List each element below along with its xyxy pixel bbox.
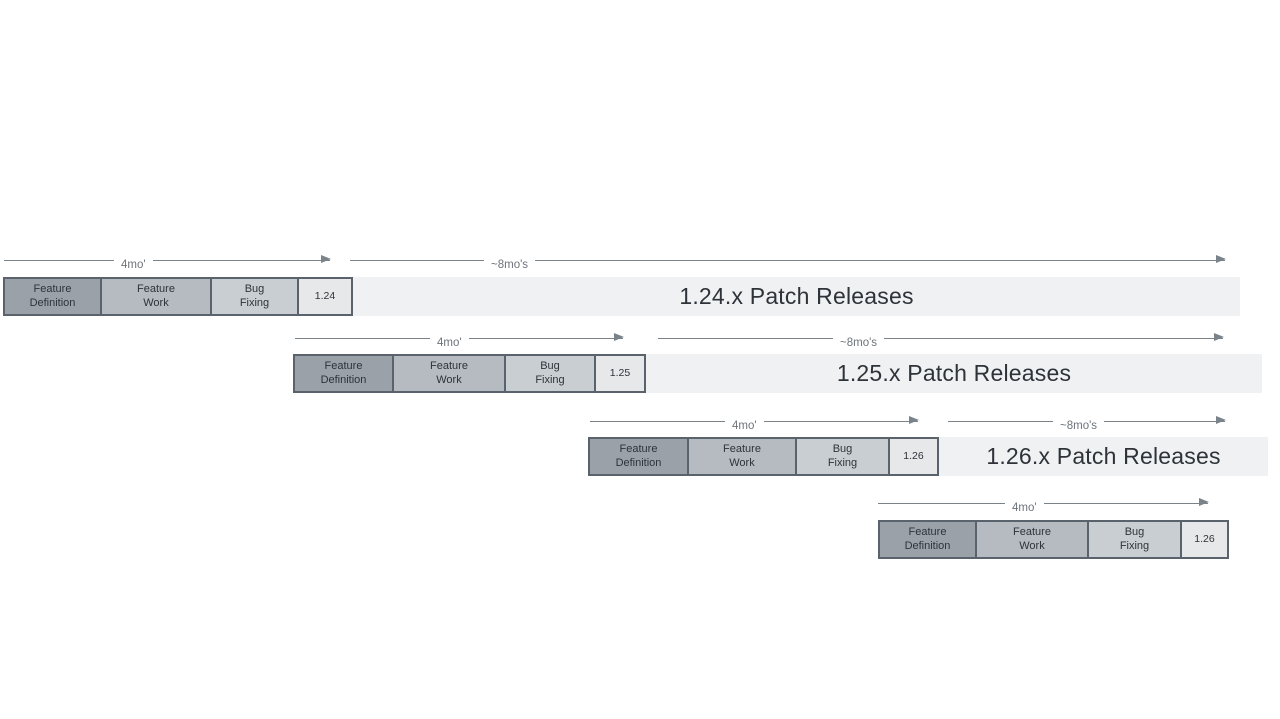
bug-fixing-box: Bug Fixing	[795, 437, 890, 476]
arrow-head	[535, 255, 1226, 264]
bug-fixing-box: Bug Fixing	[504, 354, 596, 393]
version-box: 1.24	[297, 277, 353, 316]
release-cycle-row-next: Feature Definition Feature Work Bug Fixi…	[878, 520, 1229, 559]
bug-fixing-box: Bug Fixing	[210, 277, 299, 316]
version-box: 1.26	[1180, 520, 1229, 559]
row2-8mo-arrow: ~8mo's	[658, 329, 1224, 349]
version-box: 1.25	[594, 354, 646, 393]
release-cycle-row-1-26: Feature Definition Feature Work Bug Fixi…	[588, 437, 1268, 476]
feature-definition-box: Feature Definition	[293, 354, 394, 393]
feature-work-box: Feature Work	[100, 277, 212, 316]
version-box: 1.26	[888, 437, 939, 476]
patch-releases-bar: 1.26.x Patch Releases	[939, 437, 1268, 476]
row1-4mo-label: 4mo'	[121, 259, 146, 271]
patch-releases-bar: 1.24.x Patch Releases	[353, 277, 1240, 316]
row1-4mo-arrow: 4mo'	[4, 251, 332, 271]
row2-8mo-label: ~8mo's	[840, 337, 878, 349]
release-cycle-row-1-24: Feature Definition Feature Work Bug Fixi…	[3, 277, 1240, 316]
arrow-line	[878, 502, 1005, 504]
row3-4mo-label: 4mo'	[732, 420, 757, 432]
patch-releases-bar: 1.25.x Patch Releases	[646, 354, 1262, 393]
arrow-line	[295, 337, 430, 339]
feature-work-box: Feature Work	[392, 354, 506, 393]
feature-definition-box: Feature Definition	[588, 437, 689, 476]
arrow-line	[590, 420, 725, 422]
row4-4mo-arrow: 4mo'	[878, 494, 1210, 514]
row4-4mo-label: 4mo'	[1012, 502, 1037, 514]
arrow-head	[763, 416, 920, 425]
release-cycle-row-1-25: Feature Definition Feature Work Bug Fixi…	[293, 354, 1262, 393]
arrow-line	[350, 259, 484, 261]
bug-fixing-box: Bug Fixing	[1087, 520, 1182, 559]
arrow-line	[948, 420, 1053, 422]
row1-8mo-arrow: ~8mo's	[350, 251, 1226, 271]
feature-definition-box: Feature Definition	[3, 277, 102, 316]
row2-4mo-label: 4mo'	[437, 337, 462, 349]
arrow-head	[468, 333, 625, 342]
arrow-head	[884, 333, 1224, 342]
row3-8mo-arrow: ~8mo's	[948, 412, 1226, 432]
row2-4mo-arrow: 4mo'	[295, 329, 625, 349]
arrow-line	[658, 337, 833, 339]
row3-8mo-label: ~8mo's	[1060, 420, 1098, 432]
feature-work-box: Feature Work	[975, 520, 1089, 559]
feature-definition-box: Feature Definition	[878, 520, 977, 559]
feature-work-box: Feature Work	[687, 437, 797, 476]
row3-4mo-arrow: 4mo'	[590, 412, 920, 432]
arrow-head	[1043, 498, 1210, 507]
arrow-head	[152, 255, 332, 264]
arrow-line	[4, 259, 114, 261]
arrow-head	[1104, 416, 1226, 425]
row1-8mo-label: ~8mo's	[491, 259, 529, 271]
